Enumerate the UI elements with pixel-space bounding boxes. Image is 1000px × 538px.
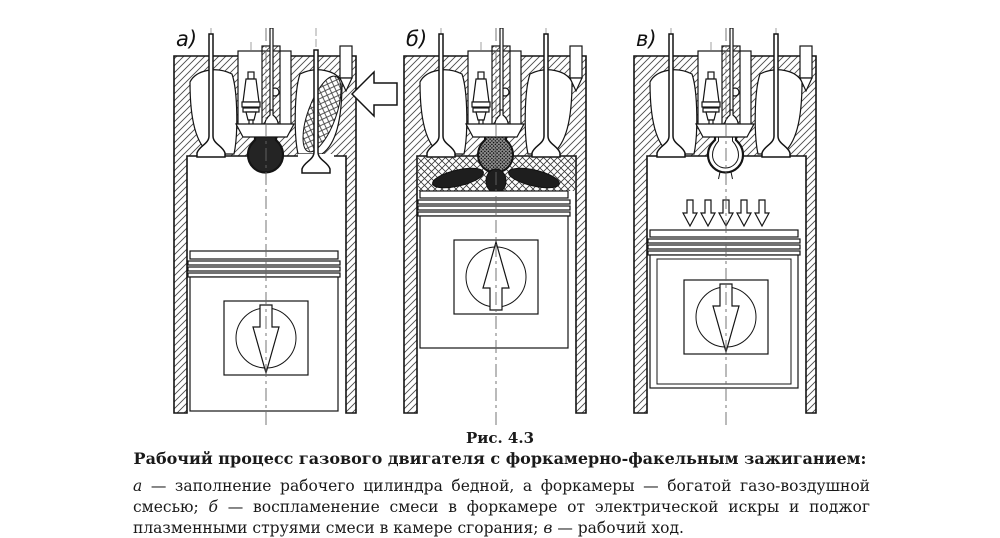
legend-marker-b: б [208, 497, 218, 516]
mixture-inlet-tip [339, 77, 353, 93]
legend-marker-a: а [133, 477, 143, 495]
prechamber-flange [694, 123, 756, 138]
mixture-inlet [339, 45, 353, 79]
panel-label-a: а) [176, 28, 197, 51]
engine-diagrams: а) [170, 28, 860, 430]
prechamber-nozzle-ticks [718, 171, 733, 180]
intake-valve [761, 33, 791, 158]
legend-text-v: — рабочий ход. [552, 518, 684, 537]
figure-number: Рис. 4.3 [465, 429, 535, 447]
figure-legend: а — заполнение рабочего цилиндра бедной,… [133, 476, 870, 538]
mixture-inlet-tip [799, 77, 813, 93]
mixture-inlet [799, 45, 813, 79]
engine-section-a: а) [173, 28, 398, 428]
panel-label-v: в) [636, 28, 657, 51]
mixture-inflow-arrow [350, 70, 398, 118]
legend-text-a: — заполнение рабочего цилиндра бедной, а… [133, 477, 870, 516]
piston-motion-arrow-down [252, 304, 280, 376]
spark-plug [701, 71, 721, 129]
gas-valve-stem [499, 28, 504, 113]
exhaust-valve [656, 33, 686, 158]
engine-section-v: в) [633, 28, 817, 428]
prechamber-flange [464, 123, 526, 138]
gas-valve-stem [729, 28, 734, 113]
legend-marker-v: в [543, 518, 553, 537]
piston [647, 229, 801, 389]
engine-section-b: б) [403, 28, 587, 428]
legend-text-b: — воспламенение смеси в форкамере от эле… [133, 497, 870, 537]
prechamber-inner-wall [711, 135, 740, 169]
piston [187, 250, 341, 412]
mixture-inlet-tip [569, 77, 583, 93]
piston [417, 190, 571, 349]
fresh-mixture-stream [302, 75, 342, 153]
spark-plug [471, 71, 491, 129]
figure-title: Рабочий процесс газового двигателя с фор… [133, 449, 867, 468]
prechamber-flange [234, 123, 296, 138]
intake-valve-open [301, 49, 331, 174]
exhaust-valve [196, 33, 226, 158]
figure-caption: Рис. 4.3 Рабочий процесс газового двигат… [0, 429, 1000, 538]
panel-label-b: б) [406, 28, 427, 51]
prechamber-rich-mixture [246, 131, 285, 174]
mixture-inlet [569, 45, 583, 79]
exhaust-valve [426, 33, 456, 158]
gas-valve-stem [269, 28, 274, 113]
intake-valve [531, 33, 561, 158]
